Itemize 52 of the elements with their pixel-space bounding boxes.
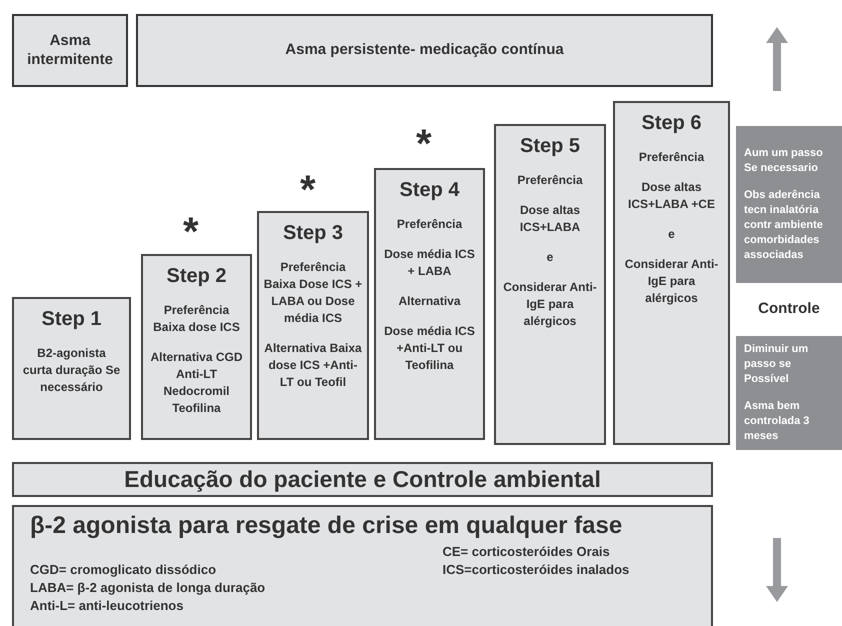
- step-title: Step 3: [282, 221, 344, 246]
- education-band: [12, 462, 713, 497]
- step-box: [494, 124, 606, 445]
- step-title: Step 4: [399, 178, 460, 203]
- step-box: [141, 254, 252, 440]
- abbreviation-text: CGD= cromoglicato dissódico: [30, 561, 218, 579]
- asterisk: *: [416, 124, 432, 164]
- action-panel: [736, 336, 842, 450]
- panel-text: Aum um passo Se necessario: [744, 146, 824, 176]
- step-text: e: [667, 226, 676, 243]
- step-text: Considerar Anti-IgE para alérgicos: [624, 256, 720, 307]
- legend-box: [12, 505, 713, 626]
- step-text: Preferência: [396, 216, 464, 233]
- abbreviation-text: ICS=corticosteróides inalados: [442, 561, 630, 579]
- step-text: Dose média ICS + LABA: [383, 246, 476, 280]
- step-text: Preferência Baixa dose ICS: [152, 302, 241, 336]
- step-title: Step 2: [166, 264, 227, 289]
- panel-text: Diminuir um passo se Possível: [744, 342, 810, 387]
- header-box: [12, 14, 128, 87]
- step-text: Dose altas ICS+LABA: [518, 202, 582, 236]
- header-text: Asma persistente- medicação contínua: [284, 41, 565, 60]
- band-text: Educação do paciente e Controle ambiental: [124, 468, 601, 491]
- step-text: Alternativa: [397, 293, 462, 310]
- step-title: Step 6: [641, 111, 702, 136]
- legend-heading: β-2 agonista para resgate de crise em qualquer fase: [30, 511, 624, 541]
- step-box: [257, 211, 369, 440]
- action-panel: [736, 126, 842, 283]
- step-box: [613, 101, 730, 445]
- step-title: Step 5: [520, 134, 580, 159]
- step-text: Dose média ICS +Anti-LT ou Teofilina: [383, 323, 476, 374]
- step-text: Preferência: [516, 172, 584, 189]
- abbreviation-text: Anti-L= anti-leucotrienos: [30, 597, 184, 615]
- step-title: Step 1: [41, 307, 102, 332]
- step-text: Alternativa Baixa dose ICS +Anti-LT ou Teofil: [263, 340, 363, 391]
- asterisk: *: [183, 212, 199, 252]
- header-text: Asma intermitente: [26, 32, 114, 70]
- step-text: Alternativa CGD Anti-LT Nedocromil Teofilina: [149, 349, 244, 417]
- header-box: [136, 14, 713, 87]
- step-box: [12, 297, 131, 440]
- step-text: Preferência Baixa Dose ICS + LABA ou Dose média ICS: [262, 259, 364, 327]
- asterisk: *: [300, 170, 316, 210]
- control-label: Controle: [758, 299, 820, 320]
- panel-text: Obs aderência tecn inalatória contr ambiente comorbidades associadas: [744, 188, 824, 263]
- step-text: e: [546, 249, 554, 266]
- step-text: Dose altas ICS+LABA +CE: [627, 179, 716, 213]
- step-text: Preferência: [638, 149, 706, 166]
- abbreviation-text: CE= corticosteróides Orais: [442, 543, 611, 561]
- panel-text: Asma bem controlada 3 meses: [744, 399, 810, 444]
- step-text: Considerar Anti-IgE para alérgicos: [502, 279, 598, 330]
- abbreviation-text: LABA= β-2 agonista de longa duração: [30, 579, 266, 597]
- step-box: [374, 168, 485, 440]
- step-text: B2-agonista curta duração Se necessário: [22, 345, 122, 396]
